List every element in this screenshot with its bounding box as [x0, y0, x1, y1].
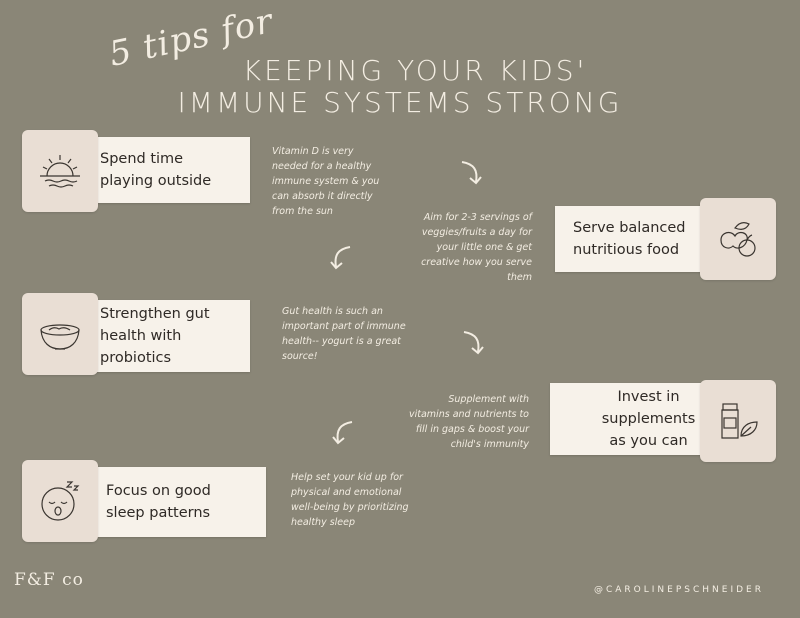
tip-title-2: Serve balanced nutritious food [573, 220, 686, 258]
social-handle: @CAROLINEPSCHNEIDER [593, 585, 764, 595]
tip-card-2: Serve balanced nutritious food [555, 206, 715, 272]
tip-card-3: Strengthen gut health with probiotics [84, 300, 250, 372]
tip-note-1: Vitamin D is very needed for a healthy i… [272, 146, 380, 217]
curved-arrow-right-3 [463, 331, 484, 355]
tip-note-4: Supplement with vitamins and nutrients t… [409, 394, 529, 450]
curved-arrow-left-4 [332, 421, 353, 445]
tip-title-3: Strengthen gut health with probiotics [100, 306, 210, 366]
tip-title-4: Invest in supplements as you can [601, 389, 696, 449]
tip-icon-box-5 [22, 460, 98, 542]
tip-title-5: Focus on good sleep patterns [106, 483, 211, 521]
tip-card-1: Spend time playing outside [84, 137, 250, 203]
tip-card-5: Focus on good sleep patterns [84, 467, 266, 537]
curved-arrow-right-1 [461, 161, 482, 185]
supplement-bottle-icon [721, 403, 758, 439]
curved-arrow-left-2 [330, 246, 351, 270]
tip-note-5: Help set your kid up for physical and em… [291, 472, 409, 528]
tip-icon-box-4 [700, 380, 776, 462]
tip-icon-box-3 [22, 293, 98, 375]
title-line-2: IMMUNE SYSTEMS STRONG [177, 86, 623, 119]
brand-logo: F&F co [14, 570, 84, 590]
title-line-1: KEEPING YOUR KIDS' [242, 54, 588, 87]
sunset-icon [40, 155, 80, 188]
tip-card-4: Invest in supplements as you can [550, 383, 715, 455]
tip-icon-box-2 [700, 198, 776, 280]
tip-title-1: Spend time playing outside [100, 151, 212, 189]
bowl-icon [40, 324, 80, 350]
tip-note-3: Gut health is such an important part of … [282, 306, 406, 362]
sleeping-face-icon [41, 481, 80, 521]
tip-note-2: Aim for 2-3 servings of veggies/fruits a… [421, 212, 532, 283]
fruit-icon [720, 222, 756, 257]
tip-icon-box-1 [22, 130, 98, 212]
